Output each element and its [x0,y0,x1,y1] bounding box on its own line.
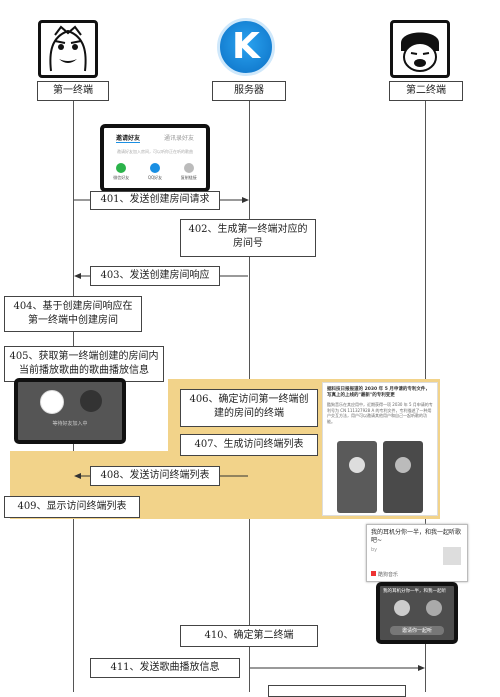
article-screenshot: 据科技日报报道的 2030 年 5 月申请的专利文件，写真上的上线的"最新"的专… [322,382,438,516]
wechat-icon [116,163,127,173]
article-title: 据科技日报报道的 2030 年 5 月申请的专利文件，写真上的上线的"最新"的专… [327,387,430,398]
kugou-small-icon [371,571,376,576]
step-401: 401、发送创建房间请求 [90,191,220,210]
step-402: 402、生成第一终端对应的房间号 [180,219,316,257]
meme-face-icon [401,32,439,72]
listen-avatar-right [426,600,442,616]
link-icon [183,163,194,173]
step-411: 411、发送歌曲播放信息 [90,658,240,678]
article-body: 酷狗音乐在其应用中，近期获得一项 2030 年 5 月申请的专利号为 CN 11… [327,402,433,424]
share-card-sub: by [371,547,378,553]
header-server: 服务器 [212,81,286,101]
rage-face-icon [49,25,87,72]
share-card-app: 酷狗音乐 [371,571,398,578]
step-412-partial [268,685,406,697]
room-phone-screenshot: 等待好友加入中 [14,378,126,444]
step-404: 404、基于创建房间响应在第一终端中创建房间 [4,296,142,332]
article-phone-right [383,441,423,513]
header-second-terminal: 第二终端 [389,81,463,101]
server-logo: K [217,18,275,76]
invite-tab-friends[interactable]: 邀请好友 [115,135,140,143]
invite-tab-contacts[interactable]: 通讯录好友 [163,135,194,142]
host-avatar [40,390,64,414]
invite-option-wechat[interactable]: 微信好友 [113,163,129,181]
invite-option-qq[interactable]: QQ好友 [148,163,162,181]
listen-together-button[interactable]: 邀请你一起听 [390,626,444,635]
share-card-screenshot: 我的耳机分你一半，和我一起听歌吧~ by 酷狗音乐 [366,524,468,582]
step-409: 409、显示访问终端列表 [4,496,140,518]
invite-popup-screenshot: 邀请好友 通讯录好友 邀请好友加入房间，可以听你正在听的歌曲 微信好友 QQ好友… [100,124,210,192]
second-terminal-avatar [390,20,450,78]
step-407: 407、生成访问终端列表 [180,434,318,456]
step-406: 406、确定访问第一终端创建的房间的终端 [180,389,318,427]
step-405: 405、获取第一终端创建的房间内当前播放歌曲的歌曲播放信息 [4,346,164,382]
step-410: 410、确定第二终端 [180,625,318,647]
invite-hint: 邀请好友加入房间，可以听你正在听的歌曲 [117,149,193,154]
header-first-terminal: 第一终端 [37,81,109,101]
share-card-thumbnail [443,547,461,565]
listen-phone-screenshot: 我的耳机分你一半，和我一起听 邀请你一起听 [376,582,458,644]
room-caption: 等待好友加入中 [52,421,88,427]
step-403: 403、发送创建房间响应 [90,266,220,286]
listen-phone-top-text: 我的耳机分你一半，和我一起听 [383,589,446,594]
first-terminal-avatar [38,20,98,78]
step-408: 408、发送访问终端列表 [90,466,220,486]
listen-avatar-left [394,600,410,616]
guest-avatar-placeholder [80,390,102,412]
kugou-k-icon: K [232,26,260,67]
qq-icon [149,163,160,173]
article-phone-left [337,441,377,513]
invite-option-copy-link[interactable]: 复制链接 [181,163,197,181]
share-card-message: 我的耳机分你一半，和我一起听歌吧~ [371,529,462,544]
